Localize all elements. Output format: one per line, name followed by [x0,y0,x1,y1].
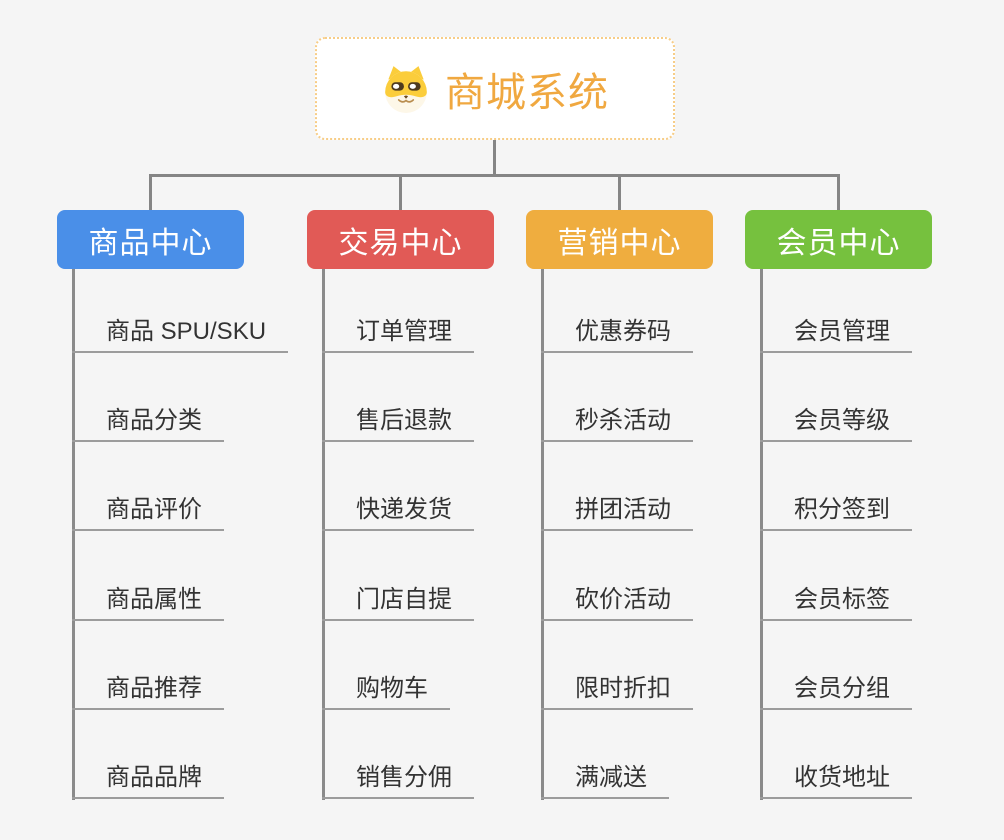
branch-node-trade-center[interactable]: 交易中心 [307,210,494,269]
connector-drop-line [837,174,840,210]
child-item[interactable]: 拼团活动 [541,442,693,532]
connector-drop-line [149,174,152,210]
child-item[interactable]: 积分签到 [760,442,912,532]
root-node-mall-system[interactable]: 商城系统 [315,37,675,140]
child-column-marketing-center: 优惠券码 秒杀活动 拼团活动 砍价活动 限时折扣 满减送 [541,268,693,799]
child-item[interactable]: 收货地址 [760,710,912,799]
child-column-product-center: 商品 SPU/SKU 商品分类 商品评价 商品属性 商品推荐 商品品牌 [72,268,289,799]
branch-label: 会员中心 [776,226,901,260]
branch-node-product-center[interactable]: 商品中心 [57,210,244,269]
branch-label: 营销中心 [557,226,682,260]
child-item[interactable]: 商品品牌 [72,710,224,799]
child-column-trade-center: 订单管理 售后退款 快递发货 门店自提 购物车 销售分佣 [322,268,474,799]
root-title: 商城系统 [445,70,609,115]
child-item[interactable]: 会员标签 [760,531,912,621]
child-item[interactable]: 售后退款 [322,353,474,443]
branch-label: 商品中心 [88,226,213,260]
child-item[interactable]: 门店自提 [322,531,474,621]
child-item[interactable]: 会员分组 [760,621,912,710]
connector-root-line [493,140,496,175]
trunk-line-trade-center [322,269,325,800]
child-item[interactable]: 秒杀活动 [541,353,693,443]
connector-drop-line [618,174,621,210]
trunk-line-product-center [72,269,75,800]
child-item[interactable]: 商品推荐 [72,621,224,710]
child-item[interactable]: 订单管理 [322,268,474,353]
trunk-line-marketing-center [541,269,544,800]
child-item[interactable]: 购物车 [322,621,450,710]
child-column-member-center: 会员管理 会员等级 积分签到 会员标签 会员分组 收货地址 [760,268,912,799]
child-item[interactable]: 商品分类 [72,353,224,443]
child-item[interactable]: 优惠券码 [541,268,693,353]
branch-label: 交易中心 [338,226,463,260]
child-item[interactable]: 会员等级 [760,353,912,443]
branch-node-marketing-center[interactable]: 营销中心 [526,210,713,269]
child-item[interactable]: 满减送 [541,710,669,799]
shiba-dog-icon [385,65,427,113]
child-item[interactable]: 商品 SPU/SKU [72,268,289,353]
child-item[interactable]: 商品评价 [72,442,224,532]
branch-node-member-center[interactable]: 会员中心 [745,210,932,269]
child-item[interactable]: 商品属性 [72,531,224,621]
child-item[interactable]: 快递发货 [322,442,474,532]
child-item[interactable]: 限时折扣 [541,621,693,710]
connector-bus-line [149,174,840,177]
connector-drop-line [399,174,402,210]
child-item[interactable]: 砍价活动 [541,531,693,621]
child-item[interactable]: 会员管理 [760,268,912,353]
trunk-line-member-center [760,269,763,800]
child-item[interactable]: 销售分佣 [322,710,474,799]
